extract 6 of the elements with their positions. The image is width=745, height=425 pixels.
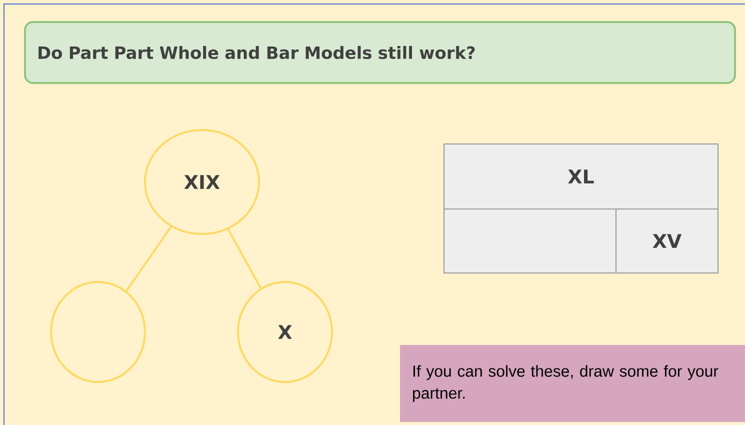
connector-line xyxy=(227,228,262,289)
bar-model-cell: XV xyxy=(616,208,718,274)
title-box: Do Part Part Whole and Bar Models still work? xyxy=(24,21,736,84)
connector-line xyxy=(126,226,172,292)
empty-circle xyxy=(50,281,146,383)
note-box: If you can solve these, draw some for your partner. xyxy=(400,345,745,422)
